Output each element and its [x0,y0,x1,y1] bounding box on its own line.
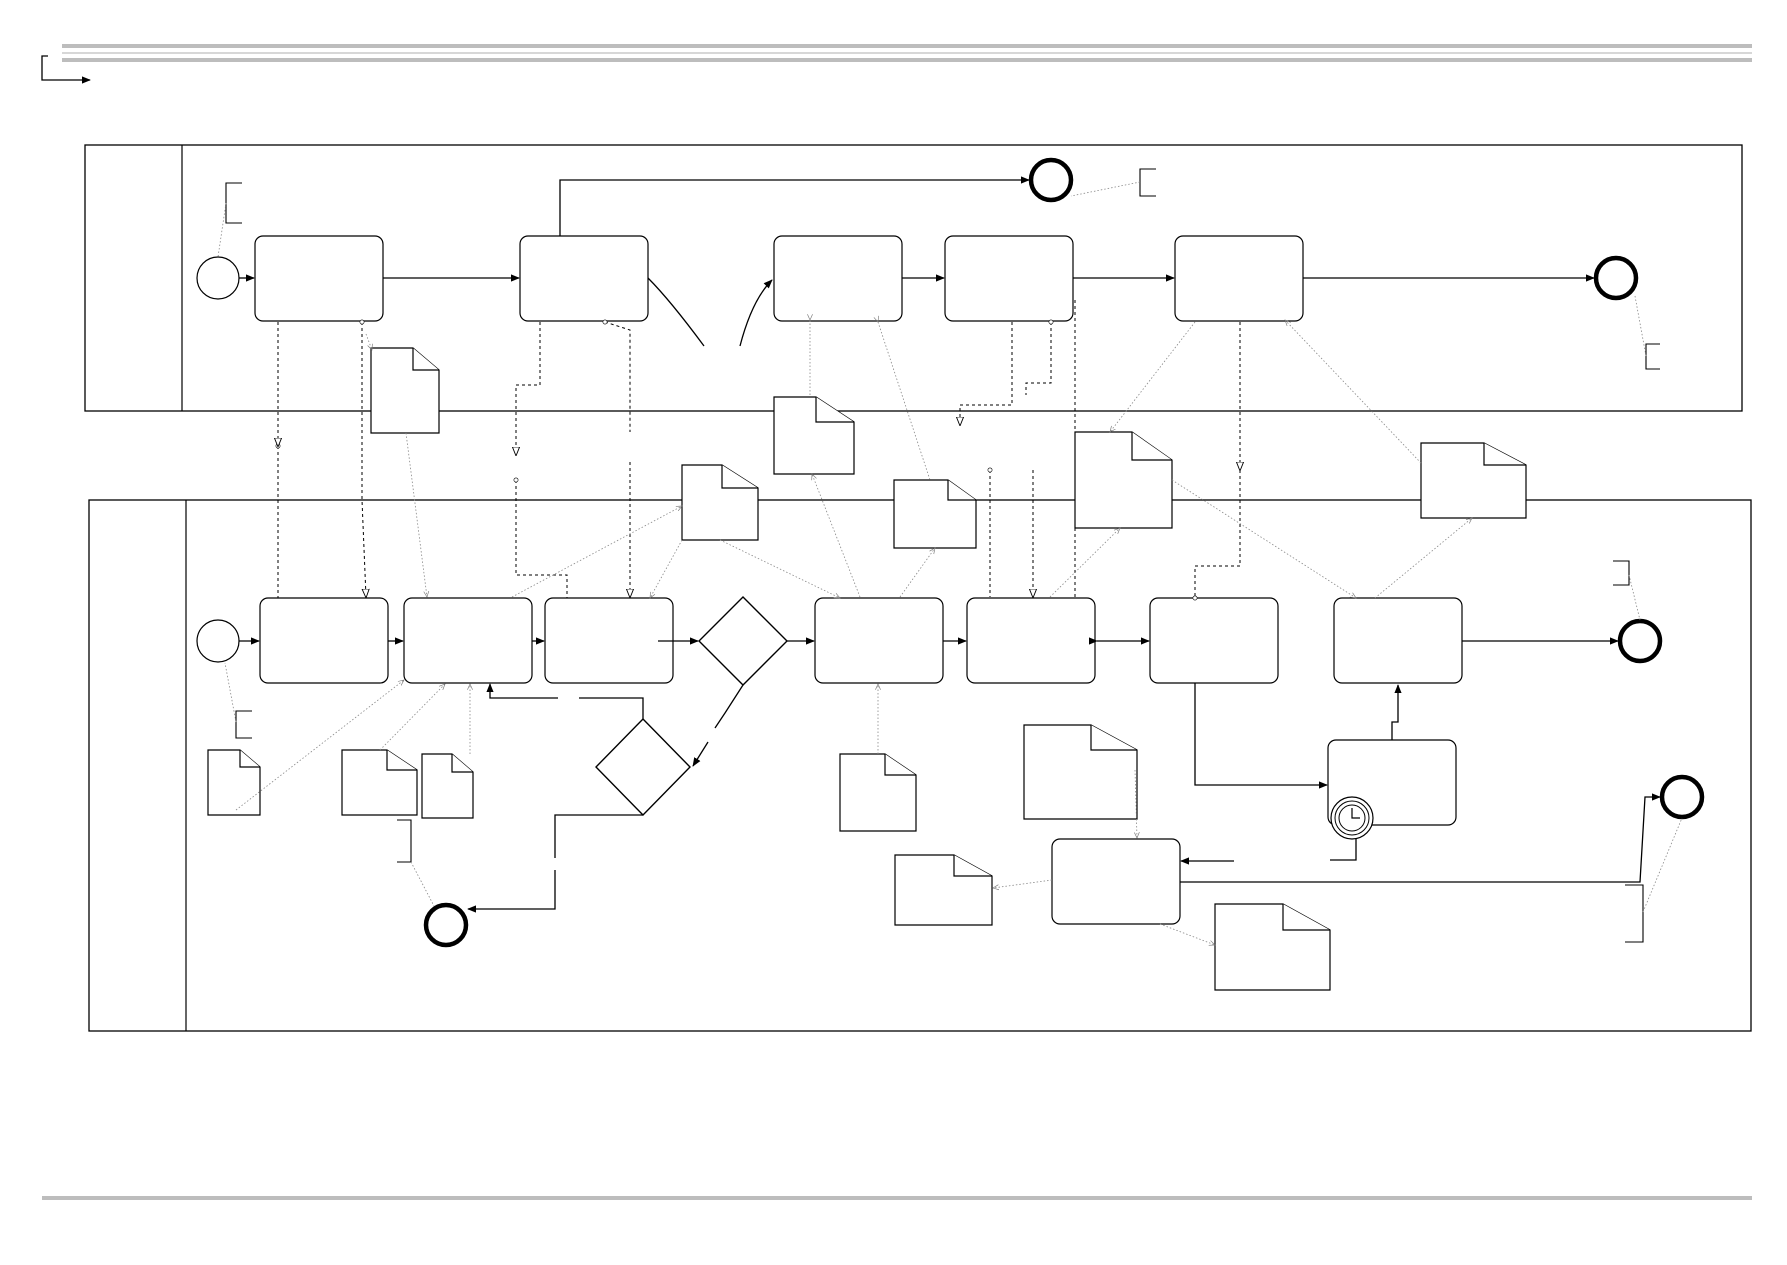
task-box[interactable] [519,235,649,322]
document [893,479,977,549]
document [681,464,759,541]
document [1420,442,1527,519]
task-box[interactable] [773,235,903,322]
documents[interactable] [207,347,1527,991]
start-event[interactable] [196,256,240,300]
document [207,749,261,816]
header-rule [62,44,1752,62]
annotation-bracket [1139,168,1156,197]
task-box[interactable] [1174,235,1304,322]
end-event[interactable] [1593,255,1639,301]
task-box[interactable] [544,597,674,684]
annotation-bracket [1645,343,1660,370]
annotation-bracket [235,710,252,739]
end-event[interactable] [423,902,469,948]
annotation-bracket [397,819,412,863]
timer-event[interactable] [1330,796,1374,840]
task-box[interactable] [259,597,389,684]
task-box[interactable] [1333,597,1463,684]
message-flows [278,300,1240,601]
end-event[interactable] [1659,774,1705,820]
start-event[interactable] [196,619,240,663]
arrow-icon [41,55,91,84]
sequence-flows-bottom [239,637,1661,913]
lane-bottom [88,499,1752,1032]
task-box[interactable] [1051,838,1181,925]
end-event[interactable] [1617,618,1663,664]
sequence-flows-top [239,176,1595,347]
task-box[interactable] [254,235,384,322]
task-box[interactable] [814,597,944,684]
associations [235,320,1472,945]
document [370,347,440,434]
task-box[interactable] [944,235,1074,322]
task-box[interactable] [966,597,1096,684]
annotation-bracket [1625,884,1644,943]
task-box[interactable] [403,597,533,684]
task-box[interactable] [1149,597,1279,684]
clock-icon [1338,804,1366,832]
annotation-bracket [1613,560,1630,586]
end-event[interactable] [1028,157,1074,203]
document [1074,431,1173,529]
